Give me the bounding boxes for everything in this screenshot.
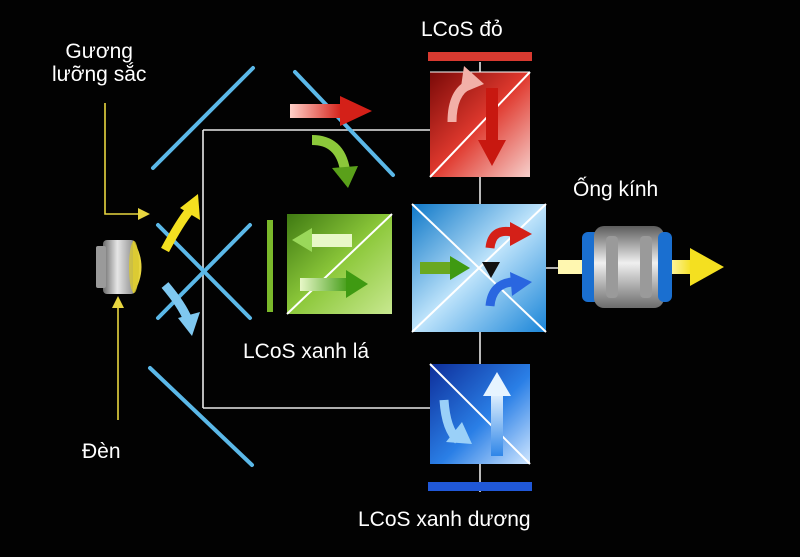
output-beam (558, 248, 724, 286)
lcos-red-label: LCoS đỏ (421, 18, 503, 41)
annotation-lines (104, 103, 140, 420)
lamp-label: Đèn (82, 440, 121, 463)
dichroic-mirror-label-line2: lưỡng sắc (52, 63, 147, 87)
dichroic-mirror-label: Gương lưỡng sắc (52, 40, 146, 86)
lamp (96, 240, 142, 294)
annotation-arrowhead-lamp (112, 296, 124, 308)
projection-lens (582, 226, 672, 308)
lamp-split-arrows (161, 194, 200, 336)
lcos-green-module (267, 213, 393, 315)
lcos-red-module (428, 52, 532, 178)
dichroic-mirror-label-line1: Gương (65, 40, 133, 63)
lcos-blue-label: LCoS xanh dương (358, 508, 531, 531)
red-incoming-arrow (290, 96, 372, 126)
combiner-cube (411, 203, 547, 333)
lens-label: Ống kính (573, 178, 659, 201)
green-reflect-arrow (311, 135, 358, 188)
annotation-arrowhead-mirror (138, 208, 150, 220)
lcos-blue-module (428, 363, 532, 491)
lcos-green-label: LCoS xanh lá (243, 340, 370, 363)
